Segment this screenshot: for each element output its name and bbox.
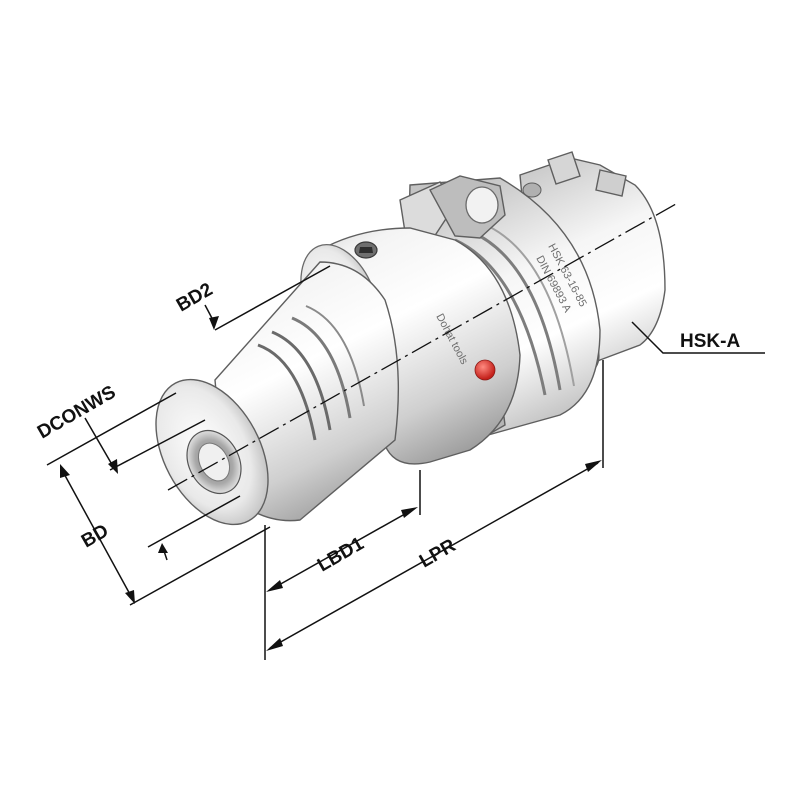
bd2-extension-line [214, 265, 331, 331]
dconws-lower-extension [147, 495, 241, 548]
label-dconws: DCONWS [34, 382, 119, 443]
dimension-lines [46, 265, 765, 660]
bd-upper-extension [46, 392, 177, 466]
chip-hole [465, 186, 499, 224]
label-lbd1: LBD1 [314, 533, 368, 576]
label-hsk-a: HSK-A [680, 331, 740, 352]
label-lpr: LPR [416, 535, 460, 572]
bd-dimension-line [61, 469, 133, 599]
center-axis-line [167, 203, 677, 491]
front-face [155, 378, 269, 526]
dconws-arrow-line [84, 417, 115, 469]
red-marker [474, 359, 496, 381]
bd-lower-extension [129, 526, 271, 606]
holder-body: HSK 63-16-85 DIN 69893 A Dohat tools [155, 151, 666, 526]
lbd1-dimension-line [269, 509, 413, 591]
dconws-arrowhead [108, 459, 118, 474]
label-bd2: BD2 [173, 279, 216, 316]
hsk-slot-top [522, 182, 542, 198]
hsk-a-leader-line [631, 321, 765, 354]
lpr-dimension-line [269, 462, 599, 649]
label-bd: BD [78, 520, 112, 552]
dconws-extension-line [109, 419, 206, 471]
bd2-arrowhead [209, 316, 219, 330]
